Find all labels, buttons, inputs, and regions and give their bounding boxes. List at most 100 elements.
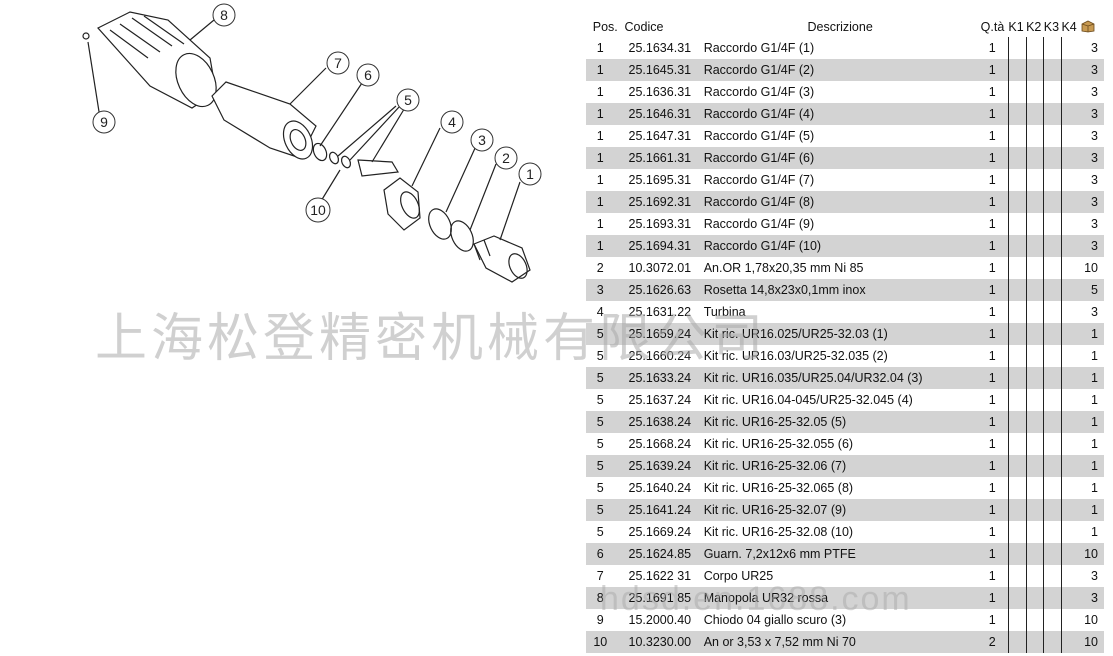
header-codice: Codice xyxy=(624,19,664,34)
cell-k3 xyxy=(1043,367,1062,389)
cell-descrizione: Raccordo G1/4F (3) xyxy=(703,85,815,99)
cell-qta: 1 xyxy=(988,261,996,275)
cell-qta: 1 xyxy=(988,393,996,407)
cell-k2 xyxy=(1025,103,1044,125)
cell-pos: 1 xyxy=(596,85,604,99)
part-3-washer xyxy=(428,208,452,240)
cell-k2 xyxy=(1025,543,1044,565)
cell-k4: 3 xyxy=(1060,191,1104,213)
cell-pos: 1 xyxy=(596,129,604,143)
cell-pos: 2 xyxy=(596,261,604,275)
cell-codice: 25.1636.31 xyxy=(628,85,692,99)
cell-qta: 1 xyxy=(988,217,996,231)
cell-pos: 5 xyxy=(596,459,604,473)
cell-descrizione: Turbina xyxy=(703,305,746,319)
cell-pos: 10 xyxy=(593,635,608,649)
cell-qta: 1 xyxy=(988,613,996,627)
cell-k2 xyxy=(1025,477,1044,499)
cell-k4: 3 xyxy=(1060,213,1104,235)
cell-codice: 25.1692.31 xyxy=(628,195,692,209)
cell-k1 xyxy=(1007,147,1027,169)
cell-k1 xyxy=(1007,631,1027,653)
cell-codice: 25.1634.31 xyxy=(628,41,692,55)
cell-qta: 1 xyxy=(988,173,996,187)
cell-descrizione: Kit ric. UR16-25-32.055 (6) xyxy=(703,437,854,451)
cell-descrizione: Kit ric. UR16-25-32.07 (9) xyxy=(703,503,847,517)
cell-pos: 1 xyxy=(596,151,604,165)
cell-k1 xyxy=(1007,389,1027,411)
cell-k2 xyxy=(1025,279,1044,301)
cell-pos: 5 xyxy=(596,327,604,341)
cell-k4: 3 xyxy=(1060,37,1104,59)
callout-10: 10 xyxy=(305,197,331,223)
cell-pos: 5 xyxy=(596,415,604,429)
cell-descrizione: Raccordo G1/4F (9) xyxy=(703,217,815,231)
part-6-gasket xyxy=(312,142,328,162)
cell-qta: 1 xyxy=(988,151,996,165)
cell-codice: 25.1640.24 xyxy=(628,481,692,495)
header-k4-label: K4 xyxy=(1061,20,1077,34)
cell-descrizione: Kit ric. UR16-25-32.065 (8) xyxy=(703,481,854,495)
cell-qta: 1 xyxy=(988,415,996,429)
cell-k2 xyxy=(1025,301,1044,323)
svg-text:9: 9 xyxy=(100,114,108,130)
cell-k2 xyxy=(1025,59,1044,81)
cell-k2 xyxy=(1025,37,1044,59)
cell-descrizione: Kit ric. UR16.04-045/UR25-32.045 (4) xyxy=(703,393,913,407)
cell-pos: 1 xyxy=(596,217,604,231)
cell-codice: 25.1624.85 xyxy=(628,547,692,561)
cell-descrizione: Chiodo 04 giallo scuro (3) xyxy=(703,613,847,627)
part-4-turbine xyxy=(383,177,421,231)
cell-k3 xyxy=(1043,345,1062,367)
cell-codice: 25.1646.31 xyxy=(628,107,692,121)
cell-k4: 1 xyxy=(1060,389,1104,411)
cell-k4: 10 xyxy=(1060,543,1104,565)
cell-codice: 25.1647.31 xyxy=(628,129,692,143)
part-8-handle xyxy=(97,11,217,109)
cell-pos: 9 xyxy=(596,613,604,627)
cell-k4: 1 xyxy=(1060,477,1104,499)
cell-qta: 1 xyxy=(988,41,996,55)
cell-codice: 25.1641.24 xyxy=(628,503,692,517)
cell-k2 xyxy=(1025,499,1044,521)
svg-text:3: 3 xyxy=(478,132,486,148)
cell-k1 xyxy=(1007,81,1027,103)
cell-qta: 1 xyxy=(988,327,996,341)
cell-qta: 1 xyxy=(988,459,996,473)
cell-k2 xyxy=(1025,367,1044,389)
cell-qta: 1 xyxy=(988,437,996,451)
cell-codice: 15.2000.40 xyxy=(628,613,692,627)
cell-k2 xyxy=(1025,433,1044,455)
box-icon xyxy=(1081,20,1095,33)
callout-6: 6 xyxy=(356,63,380,87)
header-k4: K4 xyxy=(1061,16,1104,37)
cell-pos: 5 xyxy=(596,393,604,407)
cell-k2 xyxy=(1025,587,1044,609)
cell-k2 xyxy=(1025,345,1044,367)
cell-k2 xyxy=(1025,235,1044,257)
svg-text:8: 8 xyxy=(220,7,228,23)
cell-descrizione: Corpo UR25 xyxy=(703,569,774,583)
cell-qta: 1 xyxy=(988,239,996,253)
callout-4: 4 xyxy=(440,110,464,134)
cell-k2 xyxy=(1025,213,1044,235)
cell-k3 xyxy=(1043,433,1062,455)
cell-k2 xyxy=(1025,147,1044,169)
cell-k4: 1 xyxy=(1060,411,1104,433)
cell-codice: 25.1645.31 xyxy=(628,63,692,77)
cell-qta: 1 xyxy=(988,283,996,297)
cell-k3 xyxy=(1043,279,1062,301)
cell-descrizione: Kit ric. UR16.035/UR25.04/UR32.04 (3) xyxy=(703,371,923,385)
cell-codice: 25.1694.31 xyxy=(628,239,692,253)
cell-k3 xyxy=(1043,235,1062,257)
part-7-body xyxy=(211,81,317,160)
cell-descrizione: An or 3,53 x 7,52 mm Ni 70 xyxy=(703,635,856,649)
cell-k3 xyxy=(1043,587,1062,609)
